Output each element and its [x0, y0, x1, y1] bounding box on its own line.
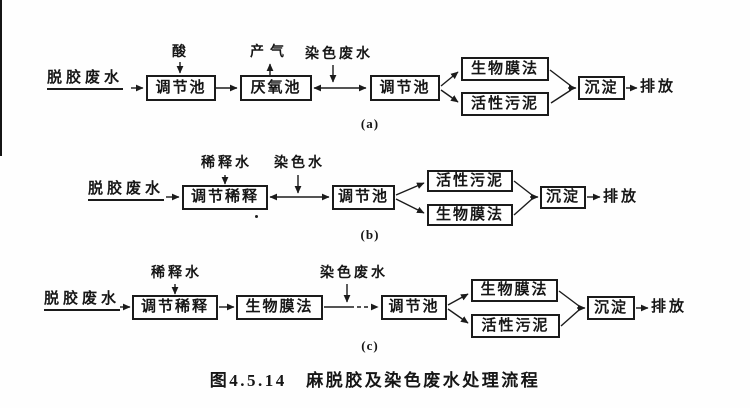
figure-caption: 图4.5.14 麻脱胶及染色废水处理流程: [209, 371, 541, 390]
diagram-c-connectors: [120, 284, 649, 327]
c-dye-wastewater-label: 染色废水: [320, 266, 388, 281]
b-biofilm-box: 生物膜法: [427, 204, 513, 226]
a-merge-bottom: [550, 89, 572, 104]
c-merge-top: [558, 290, 580, 307]
b-activated-sludge-box: 活性污泥: [427, 170, 513, 192]
c-sedimentation-box: 沉淀: [587, 296, 635, 320]
a-dye-wastewater-label: 染色废水: [305, 47, 373, 62]
a-source-label: 脱胶废水: [47, 71, 124, 90]
c-merge-bottom: [560, 309, 580, 327]
b-fork-bottom: [395, 198, 425, 214]
c-dilution-water-label: 稀释水: [151, 266, 202, 281]
b-fork-top: [395, 182, 425, 196]
a-acid-label: 酸: [172, 45, 189, 60]
c-biofilm2-box: 生物膜法: [471, 279, 558, 302]
b-regulating-pool-box: 调节池: [332, 185, 395, 210]
c-source-label: 脱胶废水: [44, 292, 121, 311]
b-source-label: 脱胶废水: [88, 182, 165, 201]
c-discharge-label: 排放: [651, 299, 688, 315]
b-sublabel: (b): [360, 227, 380, 242]
c-activated-sludge-box: 活性污泥: [471, 314, 560, 338]
a-gas-label: 产气: [250, 45, 290, 60]
a-regulating-pool-box: 调节池: [146, 75, 216, 101]
b-discharge-label: 排放: [603, 189, 640, 205]
c-regulating-pool-box: 调节池: [381, 295, 447, 320]
b-merge-bottom: [513, 198, 533, 216]
b-merge-top: [513, 180, 533, 196]
b-dye-water-label: 染色水: [274, 156, 325, 171]
c-sublabel: (c): [361, 338, 379, 353]
c-fork-top: [447, 293, 469, 306]
a-activated-sludge-box: 活性污泥: [461, 92, 549, 116]
scan-edge-line: [0, 0, 2, 156]
a-sublabel: (a): [360, 116, 380, 131]
c-regulate-dilute-box: 调节稀释: [132, 295, 218, 320]
a-anaerobic-pool-box: 厌氧池: [240, 75, 312, 101]
c-biofilm-box: 生物膜法: [236, 295, 323, 320]
a-fork-bottom: [440, 89, 459, 103]
b-dilution-water-label: 稀释水: [201, 156, 252, 171]
a-sedimentation-box: 沉淀: [578, 76, 625, 100]
c-fork-bottom: [447, 308, 469, 324]
diagram-a-connectors: [131, 62, 638, 104]
a-biofilm-box: 生物膜法: [461, 57, 549, 81]
a-fork-top: [440, 71, 459, 87]
b-sedimentation-box: 沉淀: [540, 186, 586, 209]
a-discharge-label: 排放: [640, 79, 677, 95]
a-regulating-pool2-box: 调节池: [370, 75, 440, 101]
scan-speck: [255, 215, 258, 218]
b-regulate-dilute-box: 调节稀释: [182, 185, 268, 210]
a-merge-top: [549, 69, 572, 87]
diagram-b-connectors: [166, 175, 601, 216]
